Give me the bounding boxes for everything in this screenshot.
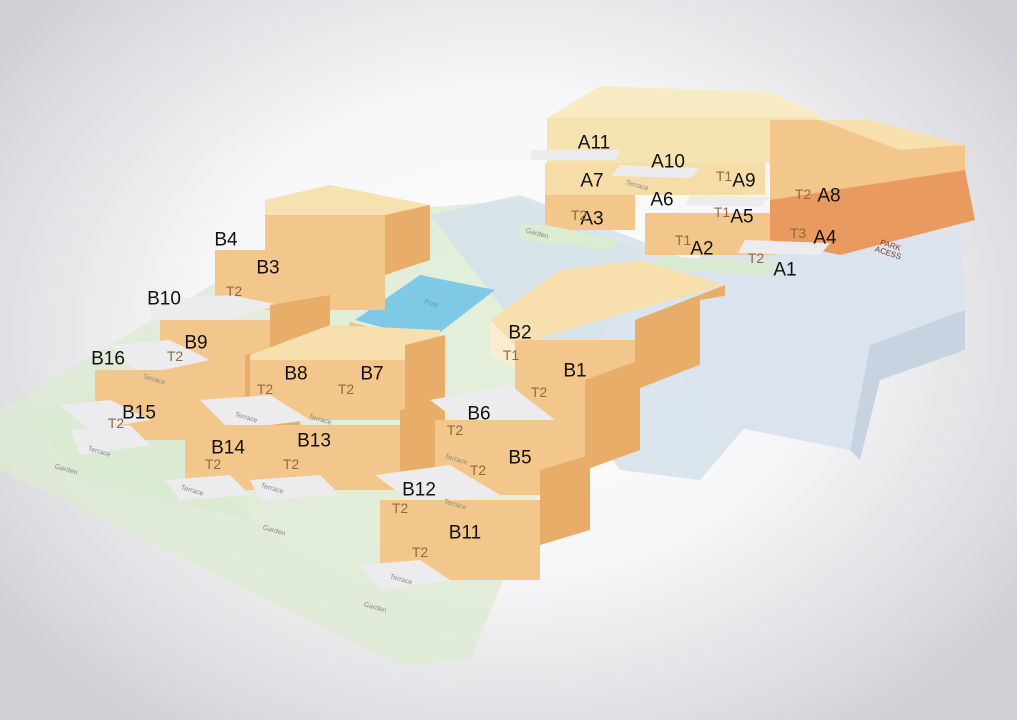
typology-label: T2 [166, 348, 184, 364]
typology-label: T2 [204, 456, 222, 472]
unit-label-b8: B8 [284, 363, 308, 385]
typology-label: T2 [794, 186, 812, 202]
unit-label-b12: B12 [402, 479, 436, 501]
typology-label: T2 [446, 422, 464, 438]
unit-label-a7: A7 [580, 170, 604, 192]
typology-label: T2 [391, 500, 409, 516]
typology-label: T1 [715, 168, 733, 184]
typology-label: T2 [747, 250, 765, 266]
unit-label-b11: B11 [448, 522, 482, 544]
unit-label-a10: A10 [651, 151, 685, 173]
typology-label: T2 [570, 207, 588, 223]
pool [355, 275, 495, 340]
unit-label-b13: B13 [297, 430, 331, 452]
unit-label-a1: A1 [773, 259, 797, 281]
unit-label-b5: B5 [508, 447, 532, 469]
unit-label-b4: B4 [214, 229, 238, 251]
unit-label-b2: B2 [508, 322, 532, 344]
unit-label-b3: B3 [256, 257, 280, 279]
typology-label: T2 [337, 381, 355, 397]
unit-label-a6: A6 [650, 189, 674, 211]
ground-platform-right-side [850, 310, 965, 460]
unit-label-b15: B15 [122, 402, 156, 424]
typology-label: T3 [789, 225, 807, 241]
unit-label-b9: B9 [184, 332, 208, 354]
unit-label-a9: A9 [732, 170, 756, 192]
typology-label: T2 [469, 462, 487, 478]
typology-label: T2 [225, 283, 243, 299]
unit-label-a5: A5 [730, 206, 754, 228]
typology-label: T2 [107, 415, 125, 431]
ground-platform-right [700, 230, 965, 450]
unit-label-b1: B1 [563, 360, 587, 382]
unit-label-a8: A8 [817, 185, 841, 207]
unit-label-b10: B10 [147, 288, 181, 310]
unit-label-a11: A11 [577, 132, 611, 154]
unit-label-b7: B7 [360, 363, 384, 385]
block-a [520, 86, 975, 275]
block-b-right [360, 260, 760, 590]
unit-label-b14: B14 [211, 437, 245, 459]
unit-label-a2: A2 [690, 238, 714, 260]
typology-label: T2 [282, 456, 300, 472]
unit-label-a3: A3 [580, 208, 604, 230]
typology-label: T1 [674, 232, 692, 248]
typology-label: T1 [713, 204, 731, 220]
typology-label: T2 [530, 384, 548, 400]
block-b-middle [165, 325, 445, 500]
unit-label-a4: A4 [813, 227, 837, 249]
typology-label: T2 [411, 544, 429, 560]
unit-label-b6: B6 [467, 403, 491, 425]
typology-label: T2 [256, 381, 274, 397]
typology-label: T1 [502, 347, 520, 363]
unit-label-b16: B16 [91, 348, 125, 370]
